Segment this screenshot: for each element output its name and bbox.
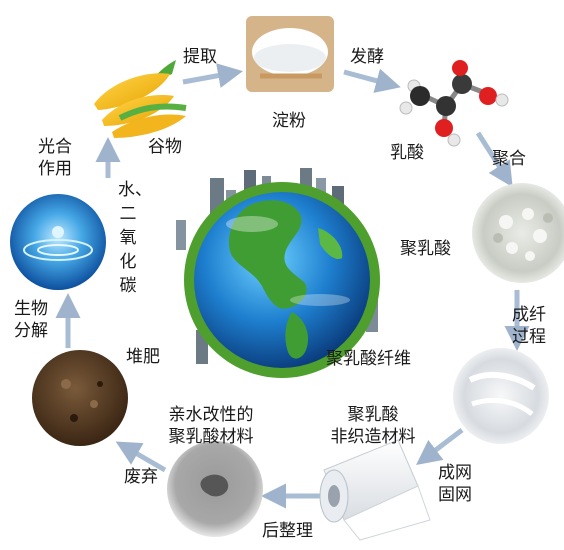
lactic-acid-molecule: [399, 60, 509, 147]
node-starch-label: 淀粉: [272, 111, 306, 131]
arrow-starch-to-lactic: [343, 68, 401, 93]
node-lactic-acid-label: 乳酸: [390, 143, 424, 163]
step-extract-label: 提取: [183, 47, 217, 67]
step-fiber-forming-label-line1: 成纤: [512, 305, 546, 325]
step-web-forming-label-line2: 固网: [438, 485, 472, 505]
node-pla-label: 聚乳酸: [400, 239, 451, 259]
step-fiber-forming-label-line2: 过程: [512, 327, 546, 347]
node-pla-nonwoven-label-line1: 聚乳酸: [347, 405, 399, 425]
step-finishing-label: 后整理: [262, 521, 313, 541]
node-hydrophilic-pla-label-line1: 亲水改性的: [168, 405, 254, 425]
starch-image: [246, 16, 334, 92]
node-pla-fiber-label: 聚乳酸纤维: [326, 349, 411, 369]
arrow-hydrophilic-to-compost: [115, 441, 167, 473]
step-polymerize-label: 聚合: [492, 149, 526, 169]
step-photosynthesis-label-line1: 光合: [38, 137, 72, 157]
corn-image: [94, 60, 187, 138]
cycle-arrows: [55, 63, 530, 509]
arrow-lactic-to-pla: [475, 131, 513, 188]
water-drop-image: [10, 194, 106, 290]
pla-fiber-image: [453, 348, 549, 444]
hydrophilic-pla-image: [167, 441, 263, 537]
step-discard-label: 废弃: [124, 467, 158, 487]
nonwoven-roll-image: [319, 439, 431, 541]
earth-globe: [176, 168, 380, 378]
node-compost-label: 堆肥: [126, 347, 160, 367]
arrow-grain-to-starch: [182, 63, 243, 88]
step-biodegradation-label-line1: 生物: [14, 299, 48, 319]
compost-image: [32, 350, 128, 446]
step-biodegradation-label-line2: 分解: [14, 321, 48, 341]
step-web-forming-label-line1: 成网: [438, 463, 472, 483]
step-photosynthesis-label-line2: 作用: [38, 159, 72, 179]
node-water-co2-label: 水、二氧化碳: [118, 180, 152, 296]
node-grain-label: 谷物: [148, 137, 182, 157]
node-pla-nonwoven-label-line2: 非织造材料: [330, 427, 416, 447]
node-hydrophilic-pla-label-line2: 聚乳酸材料: [168, 427, 254, 447]
pla-pellets-image: [472, 183, 564, 283]
step-ferment-label: 发酵: [350, 47, 384, 67]
arrow-fiber-to-nonwoven: [416, 428, 464, 466]
